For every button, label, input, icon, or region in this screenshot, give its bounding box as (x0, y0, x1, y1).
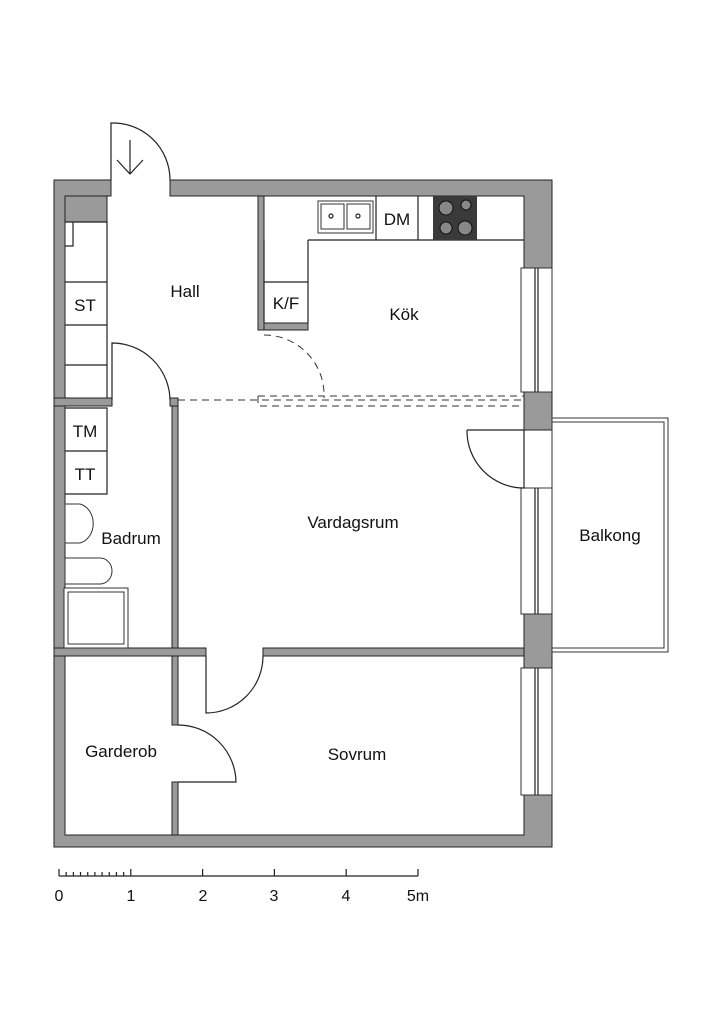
fixtures (63, 221, 129, 649)
room-labels: Hall Kök Vardagsrum Badrum Garderob Sovr… (73, 210, 641, 764)
balcony-door (466, 429, 525, 489)
room-label-balcony: Balkong (579, 526, 640, 545)
room-label-kitchen: Kök (389, 305, 419, 324)
washbasin-icon (64, 503, 94, 544)
room-label-wardrobe: Garderob (85, 742, 157, 761)
scale-label: 1 (127, 888, 136, 905)
scale-label: 4 (342, 888, 351, 905)
scale-label: 0 (55, 888, 64, 905)
kitchen-counter (263, 196, 524, 323)
fixture-label-storage: ST (74, 296, 96, 315)
shower-icon (63, 587, 129, 649)
fixture-label-fridge: K/F (273, 294, 299, 313)
entrance-door (110, 122, 171, 181)
scale-bar: 0 1 2 3 4 5m (55, 869, 429, 905)
kitchen-opening-arc (263, 334, 325, 399)
room-label-living: Vardagsrum (307, 513, 398, 532)
bathroom-door (111, 342, 171, 401)
hob-icon (433, 196, 477, 240)
scale-label: 2 (199, 888, 208, 905)
wardrobe-door (177, 724, 237, 783)
toilet-icon (64, 557, 113, 585)
fixture-label-dryer: TT (75, 465, 96, 484)
balcony (551, 417, 669, 653)
sink-icon (317, 200, 374, 234)
fixture-label-dishwasher: DM (384, 210, 410, 229)
scale-label: 3 (270, 888, 279, 905)
room-label-bathroom: Badrum (101, 529, 161, 548)
entrance-arrow-icon (116, 140, 144, 175)
fixture-label-washer: TM (73, 422, 98, 441)
interior-walls (53, 195, 525, 836)
doors (110, 122, 525, 783)
windows (520, 267, 553, 796)
room-label-hall: Hall (170, 282, 199, 301)
scale-label: 5m (407, 888, 429, 905)
bedroom-door (205, 655, 264, 714)
room-label-bedroom: Sovrum (328, 745, 387, 764)
